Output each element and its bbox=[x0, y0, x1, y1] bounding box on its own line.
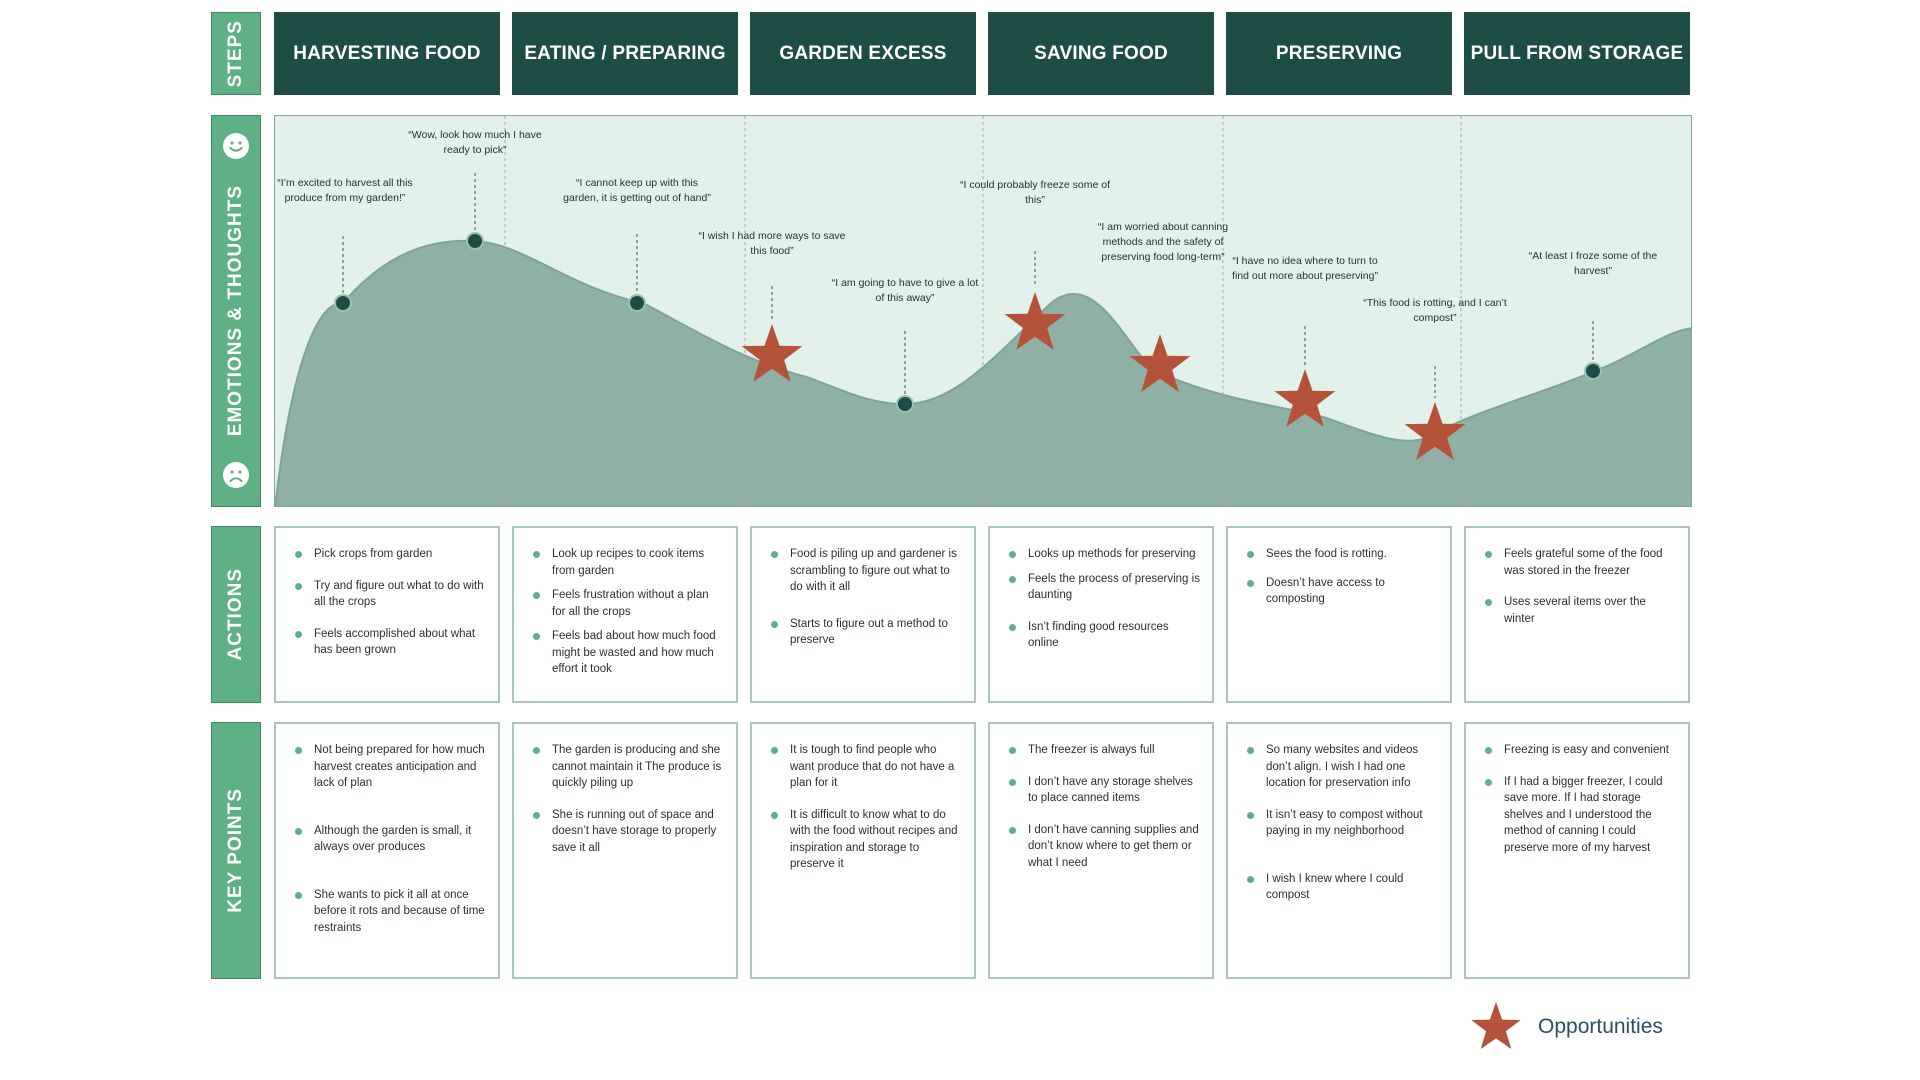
opportunity-star-icon bbox=[741, 324, 803, 382]
key-points-card-saving: The freezer is always full I don’t have … bbox=[988, 722, 1214, 979]
key-points-card-pull-storage: Freezing is easy and convenient If I had… bbox=[1464, 722, 1690, 979]
list-item: It is tough to find people who want prod… bbox=[764, 742, 962, 792]
quote-cannot-keep-up: “I cannot keep up with this garden, it i… bbox=[563, 177, 711, 204]
step-eating-preparing: EATING / PREPARING bbox=[512, 12, 738, 95]
emotion-curve-panel: “I’m excited to harvest all this produce… bbox=[274, 115, 1692, 507]
list-item: I don’t have any storage shelves to plac… bbox=[1002, 774, 1200, 807]
step-saving-food: SAVING FOOD bbox=[988, 12, 1214, 95]
quote-give-away: “I am going to have to give a lot of thi… bbox=[831, 277, 979, 304]
opportunity-star-icon bbox=[1404, 402, 1466, 460]
quote-no-idea: “I have no idea where to turn to find ou… bbox=[1232, 255, 1378, 282]
actions-card-eating: Look up recipes to cook items from garde… bbox=[512, 526, 738, 703]
legend-opportunities-label: Opportunities bbox=[1538, 1015, 1663, 1038]
star-icon bbox=[1471, 1002, 1521, 1049]
list-item: It is difficult to know what to do with … bbox=[764, 807, 962, 873]
sidebar-actions: ACTIONS bbox=[211, 526, 261, 703]
list-item: I wish I knew where I could compost bbox=[1240, 871, 1438, 904]
list-item: Uses several items over the winter bbox=[1478, 594, 1676, 627]
sidebar-actions-label: ACTIONS bbox=[225, 568, 246, 661]
list-item: Look up recipes to cook items from garde… bbox=[526, 546, 724, 579]
list-item: Feels grateful some of the food was stor… bbox=[1478, 546, 1676, 579]
list-item: She is running out of space and doesn’t … bbox=[526, 807, 724, 857]
list-item: The garden is producing and she cannot m… bbox=[526, 742, 724, 792]
list-item: Not being prepared for how much harvest … bbox=[288, 742, 486, 792]
actions-card-saving: Looks up methods for preserving Feels th… bbox=[988, 526, 1214, 703]
actions-card-harvesting: Pick crops from garden Try and figure ou… bbox=[274, 526, 500, 703]
key-points-card-harvesting: Not being prepared for how much harvest … bbox=[274, 722, 500, 979]
opportunity-star-icon bbox=[1004, 292, 1066, 350]
actions-card-pull-storage: Feels grateful some of the food was stor… bbox=[1464, 526, 1690, 703]
quote-freeze: “I could probably freeze some of this” bbox=[960, 179, 1110, 206]
emotion-point-marker bbox=[334, 294, 352, 312]
opportunity-star-icon bbox=[1274, 369, 1336, 427]
list-item: Feels frustration without a plan for all… bbox=[526, 587, 724, 620]
emotion-point-marker bbox=[896, 395, 914, 413]
quote-wow-ready: “Wow, look how much I have ready to pick… bbox=[408, 129, 542, 156]
step-pull-from-storage: PULL FROM STORAGE bbox=[1464, 12, 1690, 95]
list-item: Feels bad about how much food might be w… bbox=[526, 628, 724, 678]
step-garden-excess: GARDEN EXCESS bbox=[750, 12, 976, 95]
list-item: Starts to figure out a method to preserv… bbox=[764, 616, 962, 649]
list-item: Doesn’t have access to composting bbox=[1240, 575, 1438, 608]
sidebar-key-points-label: KEY POINTS bbox=[225, 788, 246, 913]
key-points-card-preserving: So many websites and videos don’t align.… bbox=[1226, 722, 1452, 979]
list-item: So many websites and videos don’t align.… bbox=[1240, 742, 1438, 792]
quote-froze-some: “At least I froze some of the harvest” bbox=[1528, 250, 1658, 277]
step-preserving: PRESERVING bbox=[1226, 12, 1452, 95]
list-item: Although the garden is small, it always … bbox=[288, 823, 486, 856]
sidebar-steps: STEPS bbox=[211, 12, 261, 95]
sidebar-steps-label: STEPS bbox=[225, 19, 246, 88]
emotion-point-marker bbox=[466, 232, 484, 250]
quote-excited-harvest: “I’m excited to harvest all this produce… bbox=[277, 177, 413, 204]
quote-worried-canning: “I am worried about canning methods and … bbox=[1097, 221, 1229, 263]
list-item: Pick crops from garden bbox=[288, 546, 486, 563]
list-item: The freezer is always full bbox=[1002, 742, 1200, 759]
happy-face-icon bbox=[223, 133, 249, 159]
list-item: It isn’t easy to compost without paying … bbox=[1240, 807, 1438, 840]
opportunity-star-icon bbox=[1129, 334, 1191, 392]
list-item: Feels accomplished about what has been g… bbox=[288, 626, 486, 659]
sidebar-emotions-label: EMOTIONS & THOUGHTS bbox=[225, 185, 246, 437]
emotion-point-marker bbox=[628, 294, 646, 312]
quote-rotting: “This food is rotting, and I can’t compo… bbox=[1363, 297, 1507, 324]
list-item: Looks up methods for preserving bbox=[1002, 546, 1200, 563]
sidebar-key-points: KEY POINTS bbox=[211, 722, 261, 979]
step-harvesting-food: HARVESTING FOOD bbox=[274, 12, 500, 95]
list-item: Isn’t finding good resources online bbox=[1002, 619, 1200, 652]
emotion-curve-chart bbox=[275, 116, 1691, 506]
sidebar-emotions: EMOTIONS & THOUGHTS bbox=[211, 115, 261, 507]
actions-card-preserving: Sees the food is rotting. Doesn’t have a… bbox=[1226, 526, 1452, 703]
list-item: Food is piling up and gardener is scramb… bbox=[764, 546, 962, 596]
sad-face-icon bbox=[223, 462, 249, 488]
list-item: Sees the food is rotting. bbox=[1240, 546, 1438, 563]
list-item: Feels the process of preserving is daunt… bbox=[1002, 571, 1200, 604]
actions-card-garden-excess: Food is piling up and gardener is scramb… bbox=[750, 526, 976, 703]
list-item: I don’t have canning supplies and don’t … bbox=[1002, 822, 1200, 872]
key-points-card-eating: The garden is producing and she cannot m… bbox=[512, 722, 738, 979]
list-item: She wants to pick it all at once before … bbox=[288, 887, 486, 937]
legend: Opportunities bbox=[1468, 1000, 1663, 1054]
quote-more-ways: “I wish I had more ways to save this foo… bbox=[698, 230, 846, 257]
emotion-point-marker bbox=[1584, 362, 1602, 380]
list-item: Freezing is easy and convenient bbox=[1478, 742, 1676, 759]
list-item: Try and figure out what to do with all t… bbox=[288, 578, 486, 611]
list-item: If I had a bigger freezer, I could save … bbox=[1478, 774, 1676, 857]
key-points-card-garden-excess: It is tough to find people who want prod… bbox=[750, 722, 976, 979]
